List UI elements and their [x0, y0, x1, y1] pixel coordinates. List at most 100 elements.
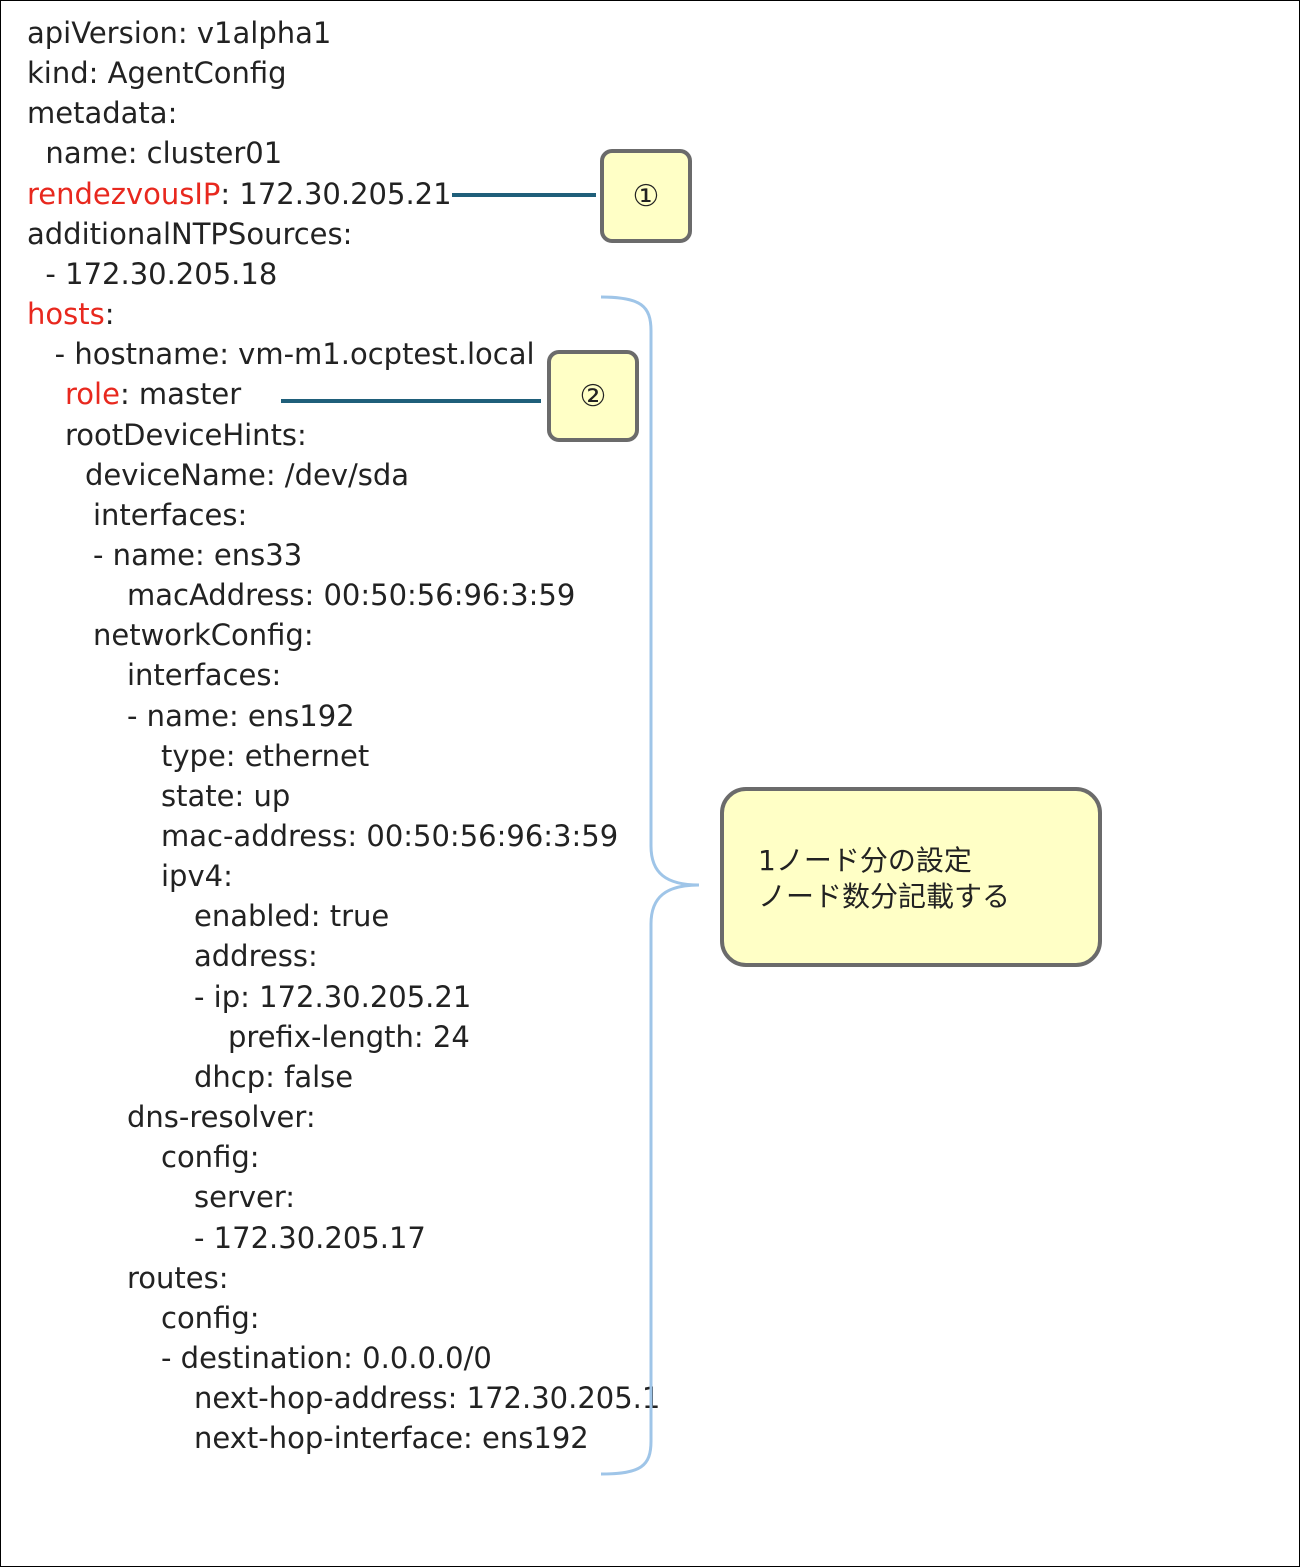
yaml-line: type: ethernet: [161, 736, 369, 776]
yaml-line: address:: [194, 936, 318, 976]
yaml-value: : 24: [413, 1019, 470, 1054]
callout-2-label: ②: [579, 378, 607, 414]
yaml-value: : ens192: [228, 698, 355, 733]
yaml-value: : up: [234, 778, 291, 813]
yaml-line: hosts:: [27, 294, 115, 334]
yaml-key: - name: [93, 537, 195, 572]
yaml-key: deviceName: [85, 457, 266, 492]
yaml-line: - 172.30.205.17: [194, 1218, 426, 1258]
yaml-line: routes:: [127, 1258, 229, 1298]
yaml-key: next-hop-address: [194, 1381, 448, 1416]
yaml-value: :: [167, 96, 178, 131]
yaml-key: rendezvousIP: [27, 176, 221, 211]
yaml-line: name: cluster01: [27, 133, 282, 173]
yaml-value: : 00:50:56:96:3:59: [304, 578, 576, 613]
yaml-key: - name: [127, 698, 229, 733]
note-line-1: 1ノード分の設定: [758, 844, 972, 877]
yaml-key: type: [161, 738, 226, 773]
yaml-key: enabled: [194, 899, 311, 934]
yaml-value: : 172.30.205.21: [240, 979, 472, 1014]
yaml-key: routes: [127, 1260, 219, 1295]
yaml-line: interfaces:: [127, 655, 281, 695]
yaml-line: dns-resolver:: [127, 1097, 316, 1137]
yaml-value: :: [303, 618, 314, 653]
yaml-key: next-hop-interface: [194, 1421, 464, 1456]
yaml-value: :: [297, 417, 307, 452]
yaml-line: apiVersion: v1alpha1: [27, 13, 331, 53]
yaml-line: - 172.30.205.18: [27, 254, 277, 294]
note-callout: 1ノード分の設定 ノード数分記載する: [720, 787, 1102, 967]
yaml-line: rootDeviceHints:: [65, 415, 307, 455]
note-line-2: ノード数分記載する: [758, 880, 1011, 913]
yaml-value: : /dev/sda: [265, 457, 410, 492]
connector-line-2: [281, 399, 541, 403]
yaml-value: : v1alpha1: [177, 16, 332, 50]
yaml-line: - ip: 172.30.205.21: [194, 977, 471, 1017]
yaml-key: macAddress: [127, 578, 305, 613]
yaml-key: prefix-length: [228, 1019, 414, 1054]
yaml-value: : ethernet: [225, 738, 370, 773]
yaml-line: config:: [161, 1137, 260, 1177]
yaml-line: metadata:: [27, 93, 177, 133]
yaml-key: hosts: [27, 297, 105, 332]
yaml-value: :: [342, 216, 353, 251]
yaml-key: - hostname: [27, 337, 220, 372]
yaml-value: : ens33: [194, 537, 303, 572]
yaml-line: additionalNTPSources:: [27, 214, 352, 254]
yaml-line: next-hop-interface: ens192: [194, 1418, 589, 1458]
yaml-line: kind: AgentConfig: [27, 53, 287, 93]
yaml-line: enabled: true: [194, 896, 389, 936]
yaml-key: dns-resolver: [127, 1100, 306, 1135]
callout-2: ②: [547, 350, 639, 442]
yaml-value: : AgentConfig: [88, 56, 287, 91]
yaml-key: metadata: [27, 96, 168, 131]
yaml-value: : vm-m1.ocptest.local: [219, 337, 535, 372]
yaml-line: state: up: [161, 776, 290, 816]
yaml-value: : 00:50:56:96:3:59: [347, 819, 619, 853]
yaml-line: next-hop-address: 172.30.205.1: [194, 1378, 660, 1418]
yaml-line: rendezvousIP: 172.30.205.21: [27, 174, 452, 214]
yaml-line: mac-address: 00:50:56:96:3:59: [161, 816, 618, 856]
yaml-line: server:: [194, 1177, 295, 1217]
yaml-value: :: [271, 658, 282, 693]
yaml-value: :: [307, 939, 318, 974]
yaml-line: - hostname: vm-m1.ocptest.local: [27, 334, 535, 374]
yaml-line: - name: ens33: [93, 535, 302, 575]
yaml-key: - 172.30.205.17: [194, 1220, 426, 1255]
yaml-key: apiVersion: [27, 16, 178, 50]
yaml-key: rootDeviceHints: [65, 417, 298, 452]
yaml-value: : master: [119, 377, 242, 412]
yaml-line: role: master: [65, 374, 241, 414]
yaml-key: address: [194, 939, 308, 974]
yaml-line: networkConfig:: [93, 615, 314, 655]
yaml-line: - destination: 0.0.0.0/0: [161, 1338, 492, 1378]
yaml-key: config: [161, 1300, 250, 1335]
yaml-line: dhcp: false: [194, 1057, 353, 1097]
yaml-value: :: [237, 497, 248, 532]
yaml-key: role: [65, 377, 120, 412]
yaml-key: interfaces: [93, 497, 238, 532]
yaml-value: :: [305, 1100, 316, 1135]
yaml-value: :: [104, 297, 115, 332]
yaml-value: : true: [310, 899, 390, 934]
yaml-key: server: [194, 1180, 286, 1215]
yaml-key: - destination: [161, 1340, 344, 1375]
yaml-key: networkConfig: [93, 618, 304, 653]
yaml-value: : ens192: [463, 1421, 589, 1456]
connector-line-1: [452, 193, 596, 197]
yaml-line: interfaces:: [93, 495, 247, 535]
callout-1-label: ①: [632, 178, 660, 214]
yaml-key: additionalNTPSources: [27, 216, 343, 251]
yaml-value: :: [249, 1300, 260, 1335]
callout-1: ①: [600, 149, 692, 243]
yaml-key: state: [161, 778, 235, 813]
yaml-value: : false: [265, 1059, 354, 1094]
yaml-line: ipv4:: [161, 856, 233, 896]
yaml-value: :: [223, 859, 233, 894]
yaml-value: : 172.30.205.21: [220, 176, 452, 211]
yaml-value: :: [285, 1180, 296, 1215]
yaml-key: mac-address: [161, 819, 348, 853]
yaml-value: : 172.30.205.1: [447, 1381, 661, 1416]
